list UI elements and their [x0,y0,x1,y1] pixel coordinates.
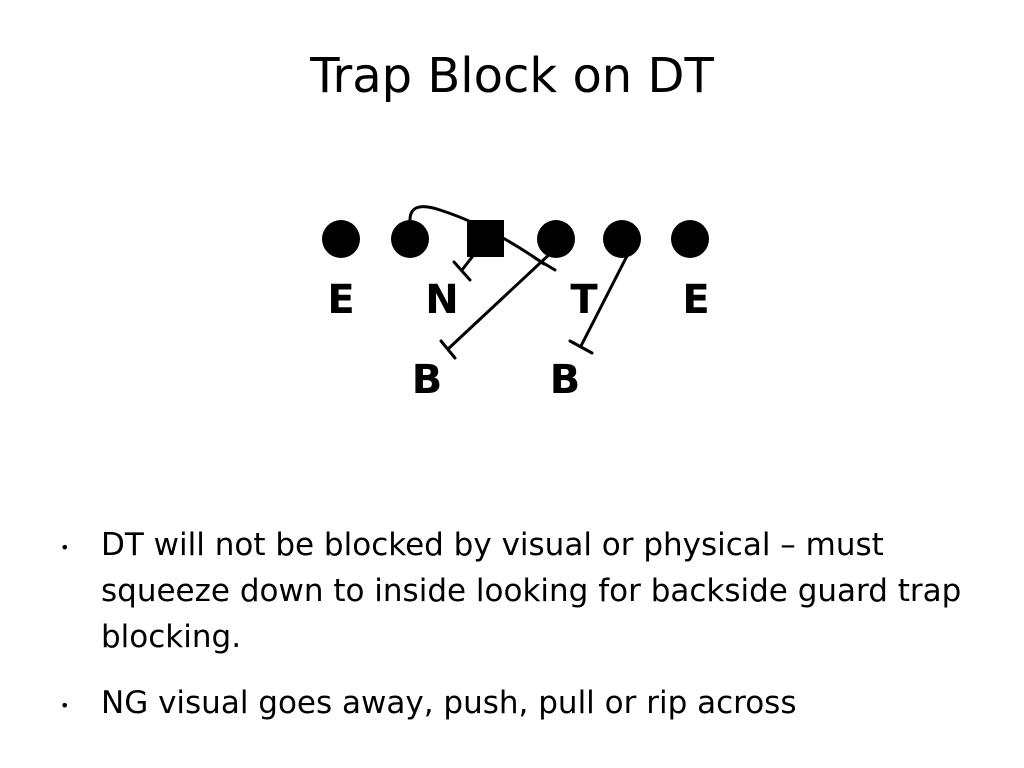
offense-player-center [467,220,504,257]
defense-label-nose-guard: N [425,277,458,323]
guard-to-backer-line [446,249,555,351]
defense-label-left-end: E [327,277,354,323]
trap-pull-path [408,205,546,266]
defense-label-left-backer: B [412,357,443,403]
center-block-cap [452,260,472,282]
bullet-dot-icon: • [60,538,70,557]
offense-player-guard-right [537,220,575,258]
blocking-lines [408,205,630,360]
defense-label-right-backer: B [550,357,581,403]
bullet-item: • NG visual goes away, push, pull or rip… [56,680,976,726]
offense-player-end-right [671,220,709,258]
bullet-text: NG visual goes away, push, pull or rip a… [101,685,797,721]
slide-title: Trap Block on DT [310,48,714,104]
offense-player-guard-left [391,220,429,258]
guard-to-backer-cap [439,339,457,360]
bullet-text: DT will not be blocked by visual or phys… [101,527,962,655]
tackle-to-backer-cap [568,339,594,355]
center-block-line [460,250,478,272]
defense-label-right-end: E [682,277,709,323]
trap-block-cap [533,256,557,272]
offense-player-tackle-right [603,220,641,258]
offense-player-tackle-left [322,220,360,258]
play-diagram: E N T E B B [322,205,710,403]
tackle-to-backer-line [579,252,630,348]
bullet-dot-icon: • [60,696,70,715]
offensive-line [322,220,709,258]
bullet-item: • DT will not be blocked by visual or ph… [56,522,976,660]
defense-label-tackle: T [570,277,598,323]
bullet-list: • DT will not be blocked by visual or ph… [56,522,976,746]
